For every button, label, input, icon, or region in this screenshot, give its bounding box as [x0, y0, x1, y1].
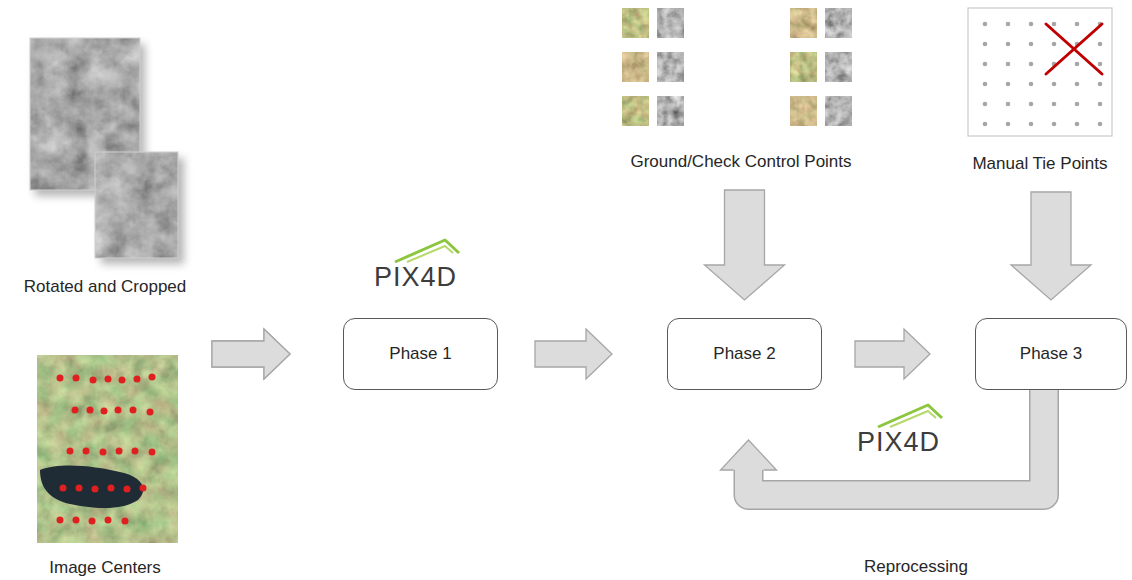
- block-arrow: [212, 329, 290, 379]
- image-group: Ground/Check Control Points: [598, 5, 884, 172]
- block-arrow: [705, 190, 785, 300]
- node-text: Ground/Check Control Points: [630, 152, 851, 172]
- block-arrow: [855, 329, 930, 379]
- logo-text: PIX4D: [857, 427, 940, 457]
- image-group: Rotated and Cropped: [5, 35, 205, 297]
- process-box: Phase 2: [667, 318, 822, 390]
- block-arrow: [535, 329, 612, 379]
- edge-label: Reprocessing: [861, 557, 971, 577]
- node-text: Image Centers: [49, 558, 161, 578]
- node-text: Phase 3: [1020, 344, 1082, 364]
- node-text: Rotated and Cropped: [24, 277, 187, 297]
- aerial-photo: [95, 152, 178, 258]
- node-text: Phase 1: [389, 344, 451, 364]
- process-box: Phase 3: [975, 318, 1127, 390]
- node-text: Manual Tie Points: [972, 154, 1107, 174]
- block-arrow: [721, 390, 1045, 495]
- process-box: Phase 1: [343, 318, 498, 390]
- photo-border: [95, 152, 178, 258]
- tie-point-panel: [968, 8, 1112, 136]
- image-group: Image Centers: [5, 350, 205, 578]
- node-text: Phase 2: [713, 344, 775, 364]
- block-arrow: [212, 329, 290, 379]
- image-center-dots: [57, 374, 156, 525]
- logo-text: PIX4D: [374, 262, 457, 292]
- satellite-map: [37, 355, 178, 543]
- lake: [40, 466, 143, 508]
- image-group: Manual Tie Points: [950, 5, 1130, 174]
- block-arrow: [1011, 192, 1091, 300]
- control-point-thumbnails: [622, 8, 852, 126]
- tie-point-cross: [1046, 24, 1102, 74]
- tie-point-grid: [983, 22, 1103, 127]
